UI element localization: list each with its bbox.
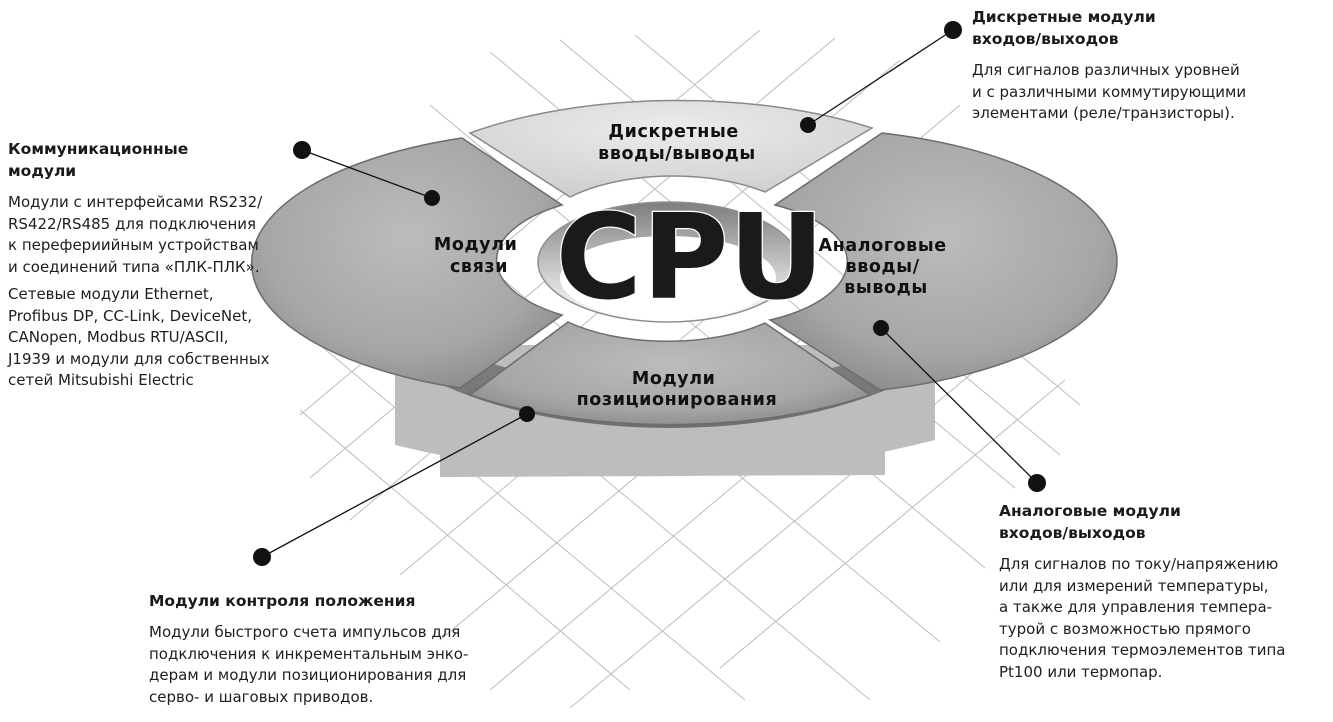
segment-communication bbox=[250, 137, 564, 389]
callout-positioning: Модули контроля положения Модули быстрог… bbox=[149, 590, 509, 714]
segment-label-discrete-io: Дискретные вводы/выводы bbox=[598, 122, 756, 164]
callout-body-networks: Сетевые модули Ethernet, Profibus DP, CC… bbox=[8, 285, 270, 389]
dot-discrete-start bbox=[800, 117, 816, 133]
callout-title: Коммуникационные модули bbox=[8, 140, 189, 180]
dot-discrete-end bbox=[944, 21, 962, 39]
center-hole-floor bbox=[560, 236, 776, 320]
callout-body: Модули быстрого счета импульсов для подк… bbox=[149, 623, 469, 706]
callout-body: Для сигналов различных уровней и с разли… bbox=[972, 61, 1247, 122]
callout-title: Дискретные модули входов/выходов bbox=[972, 8, 1156, 48]
ring bbox=[250, 99, 1118, 426]
segment-label-communication: Модули связи bbox=[434, 235, 524, 277]
dot-analog-start bbox=[873, 320, 889, 336]
segment-positioning bbox=[468, 321, 872, 426]
callout-analog-io: Аналоговые модули входов/выходов Для сиг… bbox=[999, 500, 1329, 689]
leader-discrete bbox=[807, 29, 954, 126]
leader-positioning bbox=[261, 413, 528, 558]
segment-discrete-io bbox=[468, 99, 874, 198]
dot-analog-end bbox=[1028, 474, 1046, 492]
callout-title: Модули контроля положения bbox=[149, 592, 416, 610]
cpu-label: CPU bbox=[556, 188, 825, 326]
leader-lines bbox=[261, 29, 1038, 558]
callout-title: Аналоговые модули входов/выходов bbox=[999, 502, 1181, 542]
dot-positioning-start bbox=[519, 406, 535, 422]
callout-body: Модули с интерфейсами RS232/ RS422/RS485… bbox=[8, 193, 263, 276]
dot-communication-start bbox=[424, 190, 440, 206]
callout-communication: Коммуникационные модули Модули с интерфе… bbox=[8, 138, 308, 398]
dot-communication-end bbox=[293, 141, 311, 159]
segment-label-positioning: Модули позиционирования bbox=[577, 369, 778, 410]
leader-analog bbox=[880, 327, 1038, 484]
segment-analog-io bbox=[768, 132, 1118, 391]
dot-positioning-end bbox=[253, 548, 271, 566]
callout-discrete-io: Дискретные модули входов/выходов Для сиг… bbox=[972, 6, 1312, 131]
segment-label-analog-io: Аналоговые вводы/ выводы bbox=[819, 236, 954, 298]
leader-communication bbox=[301, 149, 433, 199]
callout-body: Для сигналов по току/напряжению или для … bbox=[999, 555, 1286, 681]
leader-dots bbox=[253, 21, 1046, 566]
